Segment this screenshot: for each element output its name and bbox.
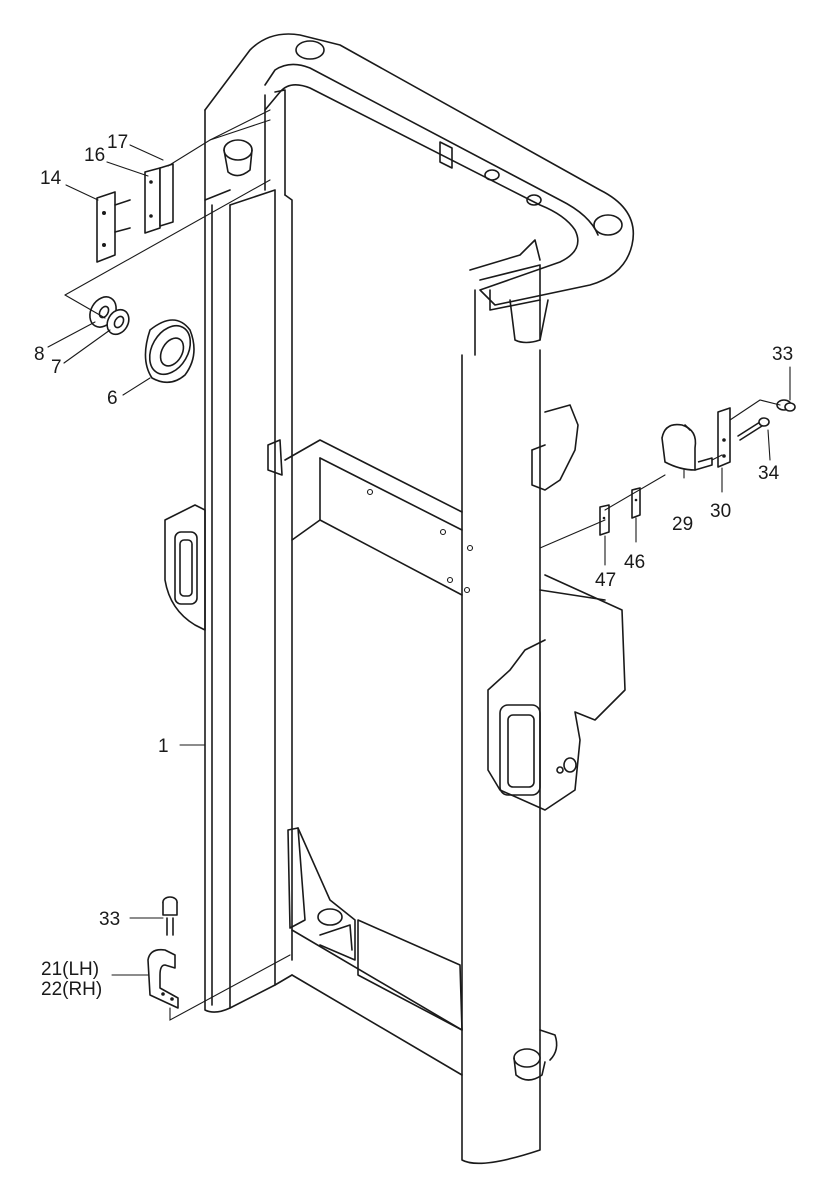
callout-30: 30 bbox=[710, 501, 732, 522]
mast-header bbox=[204, 33, 634, 344]
callout-21-lh: 21(LH) bbox=[41, 959, 100, 980]
part-33-bottom-bolt bbox=[162, 896, 178, 936]
part-29-clamp bbox=[661, 423, 713, 471]
callout-29: 29 bbox=[672, 514, 694, 535]
part-16-shim bbox=[144, 167, 161, 234]
callout-34: 34 bbox=[758, 463, 780, 484]
upper-roller-boss bbox=[223, 139, 253, 177]
callout-17: 17 bbox=[107, 132, 129, 153]
right-tilt-bracket bbox=[487, 574, 626, 811]
lower-crossmember bbox=[287, 827, 463, 1076]
callout-1: 1 bbox=[158, 736, 169, 757]
callout-7: 7 bbox=[51, 357, 62, 378]
part-30-bracket bbox=[717, 407, 731, 468]
leader-lines bbox=[47, 109, 791, 1021]
part-6-bearing bbox=[144, 319, 195, 384]
callout-33-top: 33 bbox=[772, 344, 794, 365]
callout-16: 16 bbox=[84, 145, 106, 166]
part-7-washer bbox=[106, 308, 130, 336]
callout-33-bottom: 33 bbox=[99, 909, 121, 930]
part-33-top-nut bbox=[776, 399, 796, 412]
callout-22-rh: 22(RH) bbox=[41, 979, 103, 1000]
part-34-bolt bbox=[737, 417, 770, 441]
part-46-plate bbox=[631, 487, 641, 519]
callout-47: 47 bbox=[595, 570, 617, 591]
callout-14: 14 bbox=[40, 168, 62, 189]
left-rail bbox=[204, 89, 293, 1013]
callout-6: 6 bbox=[107, 388, 118, 409]
part-21-22-hook bbox=[147, 948, 179, 1009]
left-tilt-bracket bbox=[164, 504, 206, 631]
part-14-plate bbox=[96, 191, 131, 263]
mid-crossmember bbox=[267, 439, 474, 596]
callout-8: 8 bbox=[34, 344, 45, 365]
right-stop-block bbox=[531, 404, 579, 491]
part-17-shim bbox=[159, 163, 174, 227]
callout-46: 46 bbox=[624, 552, 646, 573]
lower-pivot-boss bbox=[513, 1029, 558, 1081]
right-rail bbox=[461, 239, 541, 1165]
